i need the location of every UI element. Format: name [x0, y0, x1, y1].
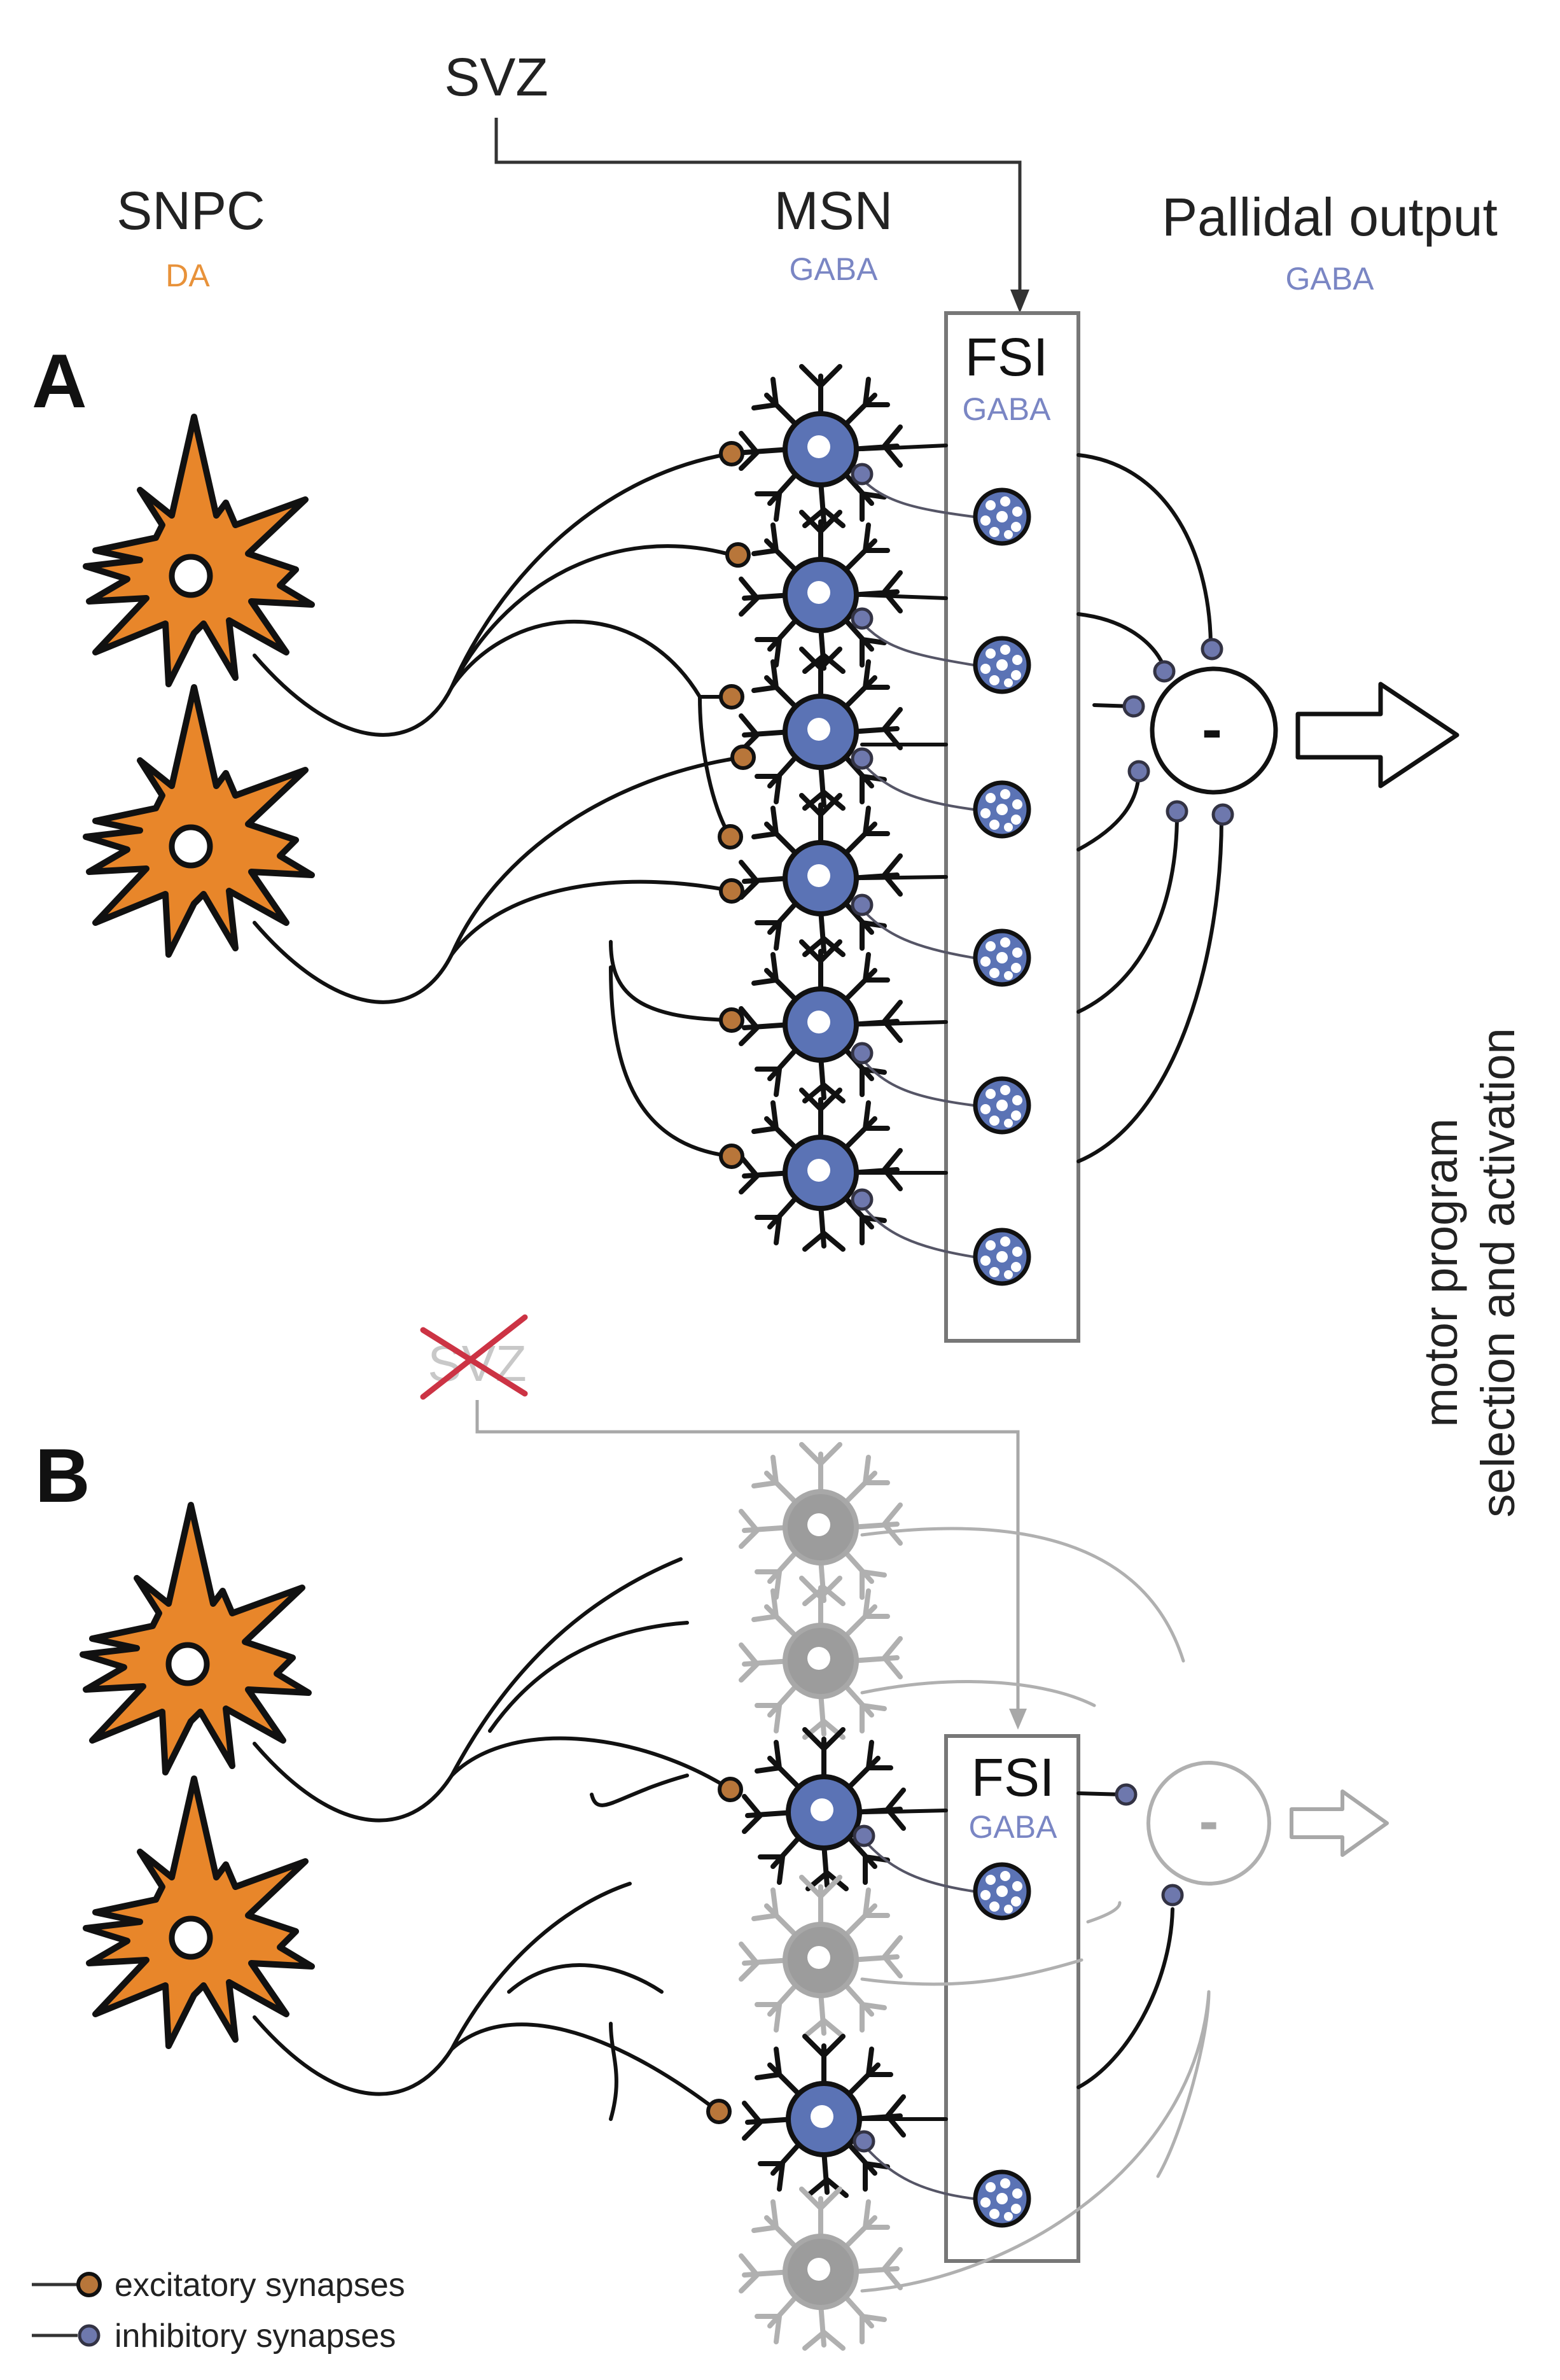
fsi-cell-a6	[975, 1230, 1029, 1284]
svz-projection-a	[494, 118, 1022, 299]
msn-b6-inactive	[741, 2189, 900, 2348]
inhibitory-synapse-msn-a3	[853, 749, 872, 768]
fsi-cell-b1	[975, 1865, 1029, 1918]
da-axons-a	[253, 452, 745, 1158]
svz-arrowhead-a	[1010, 290, 1029, 313]
fsi-cell-b2	[975, 2172, 1029, 2225]
excitatory-synapse-a5	[720, 826, 741, 848]
inhibitory-synapse-pallidal-a2	[1155, 662, 1174, 681]
snpc-neuron-b1	[83, 1505, 309, 1772]
fsi-cell-a4	[975, 931, 1029, 984]
pallidal-transmitter-label: GABA	[1286, 261, 1375, 297]
snpc-label: SNPC	[116, 181, 265, 241]
msn-transmitter-label: GABA	[790, 251, 879, 287]
legend-excitatory-synapse	[78, 2274, 100, 2295]
excitatory-synapse-a2	[727, 544, 749, 566]
snpc-neuron-b2	[86, 1779, 312, 2046]
svz-label: SVZ	[444, 47, 548, 107]
panel-b-label: B	[35, 1433, 90, 1518]
side-label-line1: motor program	[1414, 1118, 1467, 1427]
inhibitory-synapse-msn-b1	[854, 1826, 874, 1845]
excitatory-synapse-b1	[720, 1779, 741, 1800]
inhibitory-synapse-pallidal-b2	[1163, 1886, 1182, 1905]
msn-b2-inactive	[741, 1578, 900, 1737]
fsi-label-b: FSI	[972, 1747, 1055, 1807]
excitatory-synapse-a8	[721, 1145, 742, 1167]
pallidal-output-label: Pallidal output	[1162, 187, 1498, 247]
excitatory-synapse-a4	[732, 746, 754, 768]
svz-arrowhead-b	[1009, 1709, 1027, 1730]
output-arrow-b	[1290, 1789, 1389, 1857]
msn-a3	[741, 649, 900, 808]
fsi-cell-a5	[975, 1079, 1029, 1132]
fsi-transmitter-label-b: GABA	[969, 1809, 1058, 1845]
msn-b1-inactive	[741, 1445, 900, 1604]
inhibitory-synapse-pallidal-a3	[1124, 697, 1143, 716]
msn-output-axons-b	[863, 1791, 1174, 2121]
pallidal-output-neuron-b	[1146, 1761, 1271, 1886]
msn-output-axons-a	[860, 444, 1223, 1175]
fsi-label-a: FSI	[965, 327, 1048, 387]
legend-inhibitory-synapse	[80, 2326, 99, 2345]
legend: excitatory synapses inhibitory synapses	[32, 2267, 405, 2355]
excitatory-synapse-a1	[721, 443, 742, 465]
fsi-connections-a	[859, 476, 975, 1258]
panel-a-label: A	[32, 339, 87, 424]
inhibitory-synapse-pallidal-a4	[1129, 762, 1148, 781]
legend-inhibitory-label: inhibitory synapses	[115, 2318, 396, 2355]
inactive-output-axons-b	[860, 1527, 1211, 2293]
msn-a2	[741, 512, 900, 671]
svz-projection-b	[475, 1400, 1020, 1718]
output-arrow-a	[1295, 682, 1459, 788]
msn-a1	[741, 367, 900, 526]
fsi-transmitter-label-a: GABA	[963, 391, 1052, 427]
msn-a6	[741, 1090, 900, 1249]
excitatory-synapse-b2	[708, 2101, 730, 2122]
inhibitory-synapse-msn-a2	[853, 609, 872, 628]
svz-cross-b	[420, 1314, 528, 1400]
inhibitory-synapse-pallidal-a5	[1167, 802, 1187, 821]
excitatory-synapse-a3	[721, 686, 742, 708]
excitatory-synapse-a6	[721, 880, 742, 902]
msn-b3	[744, 1730, 903, 1889]
inhibitory-synapse-msn-a5	[853, 1044, 872, 1063]
fsi-cell-a2	[975, 638, 1029, 692]
inhibitory-synapse-msn-a6	[853, 1190, 872, 1209]
fsi-cell-a3	[975, 783, 1029, 836]
inhibitory-synapse-msn-a4	[853, 895, 872, 914]
pallidal-sign-b: -	[1199, 1789, 1219, 1854]
fsi-cell-a1	[975, 490, 1029, 543]
inhibitory-synapse-pallidal-a1	[1202, 640, 1222, 659]
pallidal-output-neuron-a	[1150, 666, 1278, 795]
inhibitory-synapse-pallidal-a6	[1213, 805, 1232, 824]
fsi-connections-b	[862, 1838, 975, 2200]
inhibitory-synapse-msn-b2	[854, 2132, 874, 2151]
side-label-line2: selection and activation	[1472, 1028, 1524, 1517]
pallidal-sign-a: -	[1202, 695, 1222, 763]
msn-a5	[741, 942, 900, 1101]
msn-a4	[741, 795, 900, 955]
legend-excitatory-label: excitatory synapses	[115, 2267, 405, 2304]
msn-b5	[744, 2036, 903, 2195]
inhibitory-synapse-pallidal-b1	[1117, 1785, 1136, 1804]
msn-b4-inactive	[741, 1877, 900, 2036]
msn-label: MSN	[774, 181, 893, 241]
snpc-transmitter-label: DA	[165, 258, 210, 293]
da-axons-b	[253, 1557, 730, 2121]
inhibitory-synapse-msn-a1	[853, 465, 872, 484]
excitatory-synapse-a7	[721, 1009, 742, 1031]
snpc-neuron-a1	[86, 417, 312, 684]
snpc-neuron-a2	[86, 687, 312, 955]
